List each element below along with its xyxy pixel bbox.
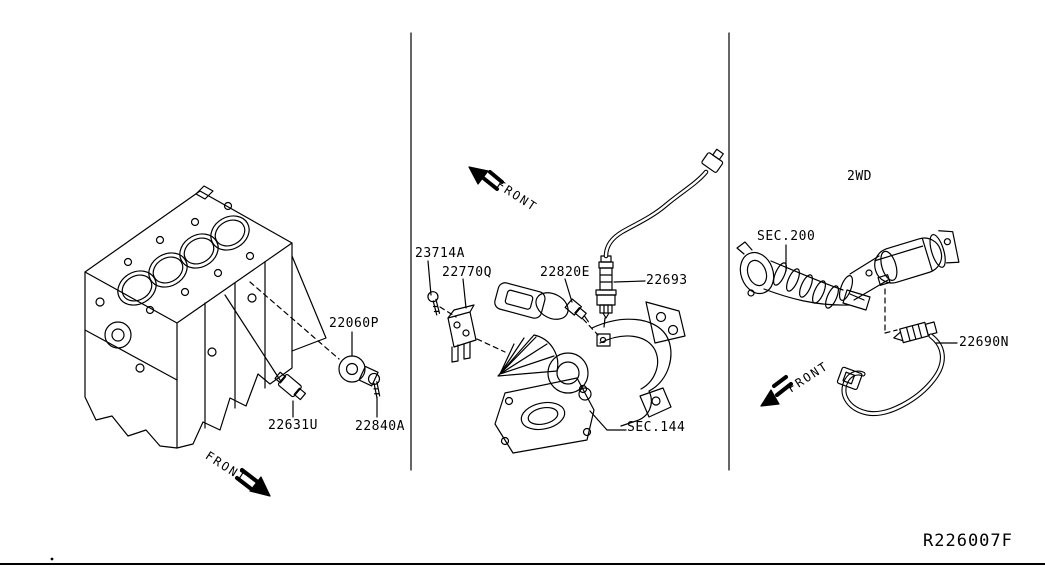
part-label-22693: 22693 xyxy=(646,273,688,288)
scan-artifact-dot xyxy=(50,557,54,561)
turbocharger-drawing xyxy=(494,282,686,454)
part-label-22631u: 22631U xyxy=(268,418,318,433)
part-label-22690n: 22690N xyxy=(959,335,1009,350)
engine-block-drawing xyxy=(84,185,327,449)
exhaust-temp-sensor-drawing xyxy=(564,298,589,323)
front-arrow-icon-right xyxy=(760,375,793,407)
oxygen-sensor-22693-drawing xyxy=(595,148,724,328)
oxygen-sensor-22690n-drawing xyxy=(836,321,945,417)
dashed-leader-lines xyxy=(249,281,898,360)
part-label-22840a: 22840A xyxy=(355,419,405,434)
section-ref-144: SEC.144 xyxy=(627,420,686,435)
part-label-22820e: 22820E xyxy=(540,265,590,280)
leader-lines xyxy=(224,244,958,431)
part-label-22060p: 22060P xyxy=(329,316,379,331)
front-arrow-icon-middle xyxy=(468,166,504,191)
sensor-bracket-drawing xyxy=(447,304,477,363)
knock-sensor-bolt-drawing xyxy=(367,372,381,398)
part-label-22770q: 22770Q xyxy=(442,265,492,280)
front-arrow-icon-left xyxy=(235,468,271,497)
knock-sensor-drawing xyxy=(338,355,379,387)
diagram-ref-code: R226007F xyxy=(923,531,1013,551)
mounting-bolt-drawing xyxy=(427,291,441,316)
section-ref-200: SEC.200 xyxy=(757,229,816,244)
exhaust-tube-drawing xyxy=(736,230,960,311)
drive-type-label: 2WD xyxy=(847,169,872,184)
part-label-23714a: 23714A xyxy=(415,246,465,261)
coolant-temp-sensor-drawing xyxy=(274,371,307,401)
